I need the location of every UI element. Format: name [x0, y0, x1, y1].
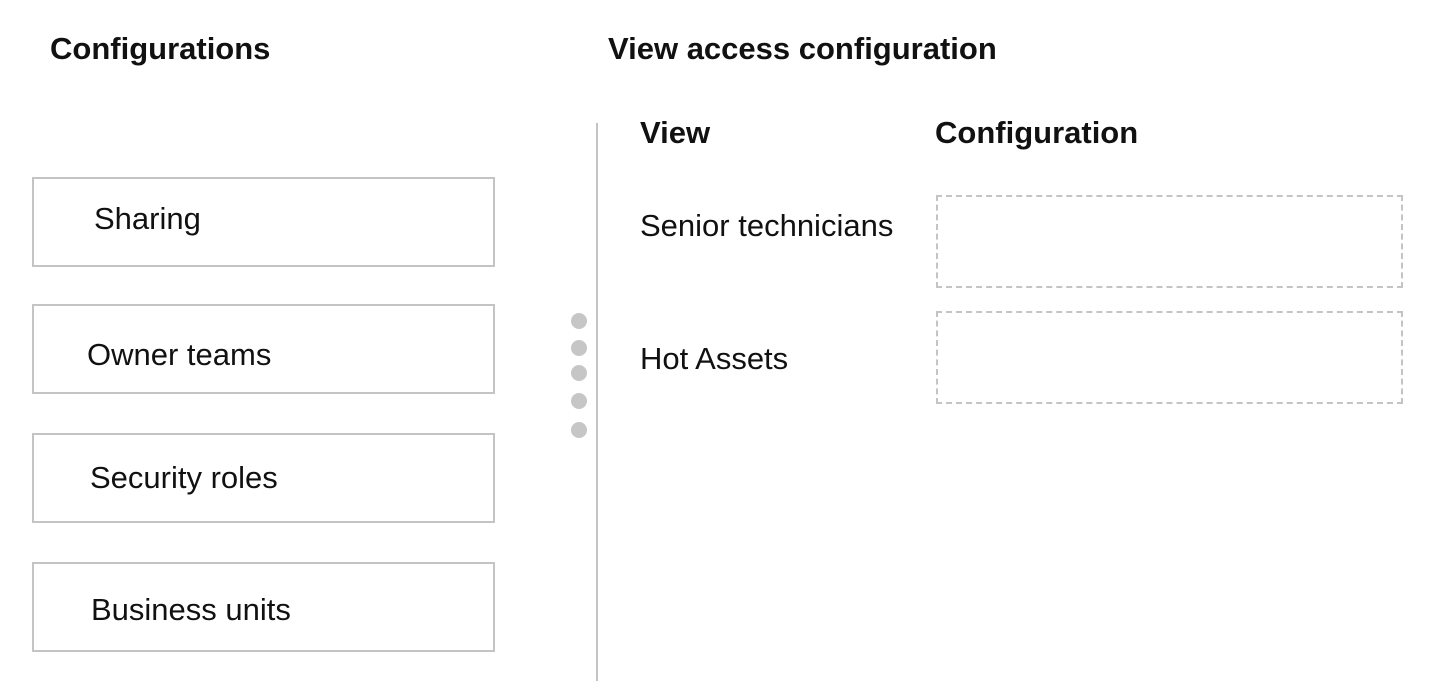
handle-dot: [571, 365, 587, 381]
option-label: Owner teams: [87, 337, 272, 372]
option-label: Security roles: [90, 460, 278, 495]
handle-dot: [571, 340, 587, 356]
drop-target-senior-technicians[interactable]: [936, 195, 1403, 288]
column-header-configuration: Configuration: [935, 115, 1139, 150]
row-view-senior-technicians: Senior technicians: [640, 208, 894, 243]
drag-handle-dots-icon[interactable]: [570, 313, 588, 439]
option-label: Sharing: [94, 201, 201, 236]
configurations-heading: Configurations: [50, 31, 271, 66]
drop-target-hot-assets[interactable]: [936, 311, 1403, 404]
column-header-view: View: [640, 115, 711, 150]
option-label: Business units: [91, 592, 291, 627]
handle-dot: [571, 313, 587, 329]
view-access-configuration-heading: View access configuration: [608, 31, 997, 66]
option-owner-teams[interactable]: Owner teams: [32, 304, 495, 394]
option-business-units[interactable]: Business units: [32, 562, 495, 652]
panel-divider: [596, 123, 598, 681]
handle-dot: [571, 393, 587, 409]
option-security-roles[interactable]: Security roles: [32, 433, 495, 523]
handle-dot: [571, 422, 587, 438]
row-view-hot-assets: Hot Assets: [640, 341, 789, 376]
option-sharing[interactable]: Sharing: [32, 177, 495, 267]
